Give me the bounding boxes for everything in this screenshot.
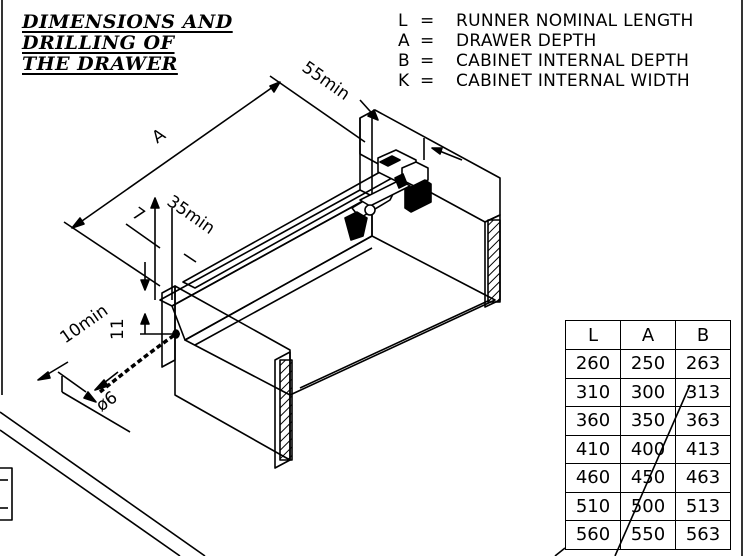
table-cell: 310 [565,377,621,407]
dim-a-line [71,81,281,229]
table-cell: 413 [675,434,731,464]
legend-row-b: B = CABINET INTERNAL DEPTH [398,51,694,71]
table-cell: 463 [675,463,731,493]
title-line-1: DIMENSIONS AND [22,11,233,33]
legend-symbol: B [398,51,410,71]
table-cell: 300 [620,377,676,407]
rear-hook-bracket [344,149,432,241]
table-cell: 363 [675,406,731,436]
cabinet-outline-line-2 [0,429,181,556]
legend-row-l: L = RUNNER NOMINAL LENGTH [398,11,694,31]
legend-symbol: K [398,71,410,91]
table-header-cell: A [620,320,676,350]
table-row: 410 400 413 [565,434,731,464]
dim-label-11: 11 [108,318,128,340]
table-header-cell: L [565,320,621,350]
table-cell: 400 [620,434,676,464]
legend-equals: = [420,31,435,51]
table-cell: 260 [565,349,621,379]
legend-equals: = [420,11,435,31]
table-cell: 550 [620,520,676,550]
table-cell: 350 [620,406,676,436]
legend-text: RUNNER NOMINAL LENGTH [456,11,694,31]
table-cell: 410 [565,434,621,464]
drawing-title: DIMENSIONS AND DRILLING OF THE DRAWER [22,12,233,75]
legend-text: CABINET INTERNAL DEPTH [456,51,690,71]
title-line-2: DRILLING OF [22,32,175,54]
table-row: 560 550 563 [565,520,731,550]
dimension-legend: L = RUNNER NOMINAL LENGTH A = DRAWER DEP… [398,11,694,91]
legend-text: DRAWER DEPTH [456,31,597,51]
legend-equals: = [420,51,435,71]
legend-text: CABINET INTERNAL WIDTH [456,71,690,91]
table-cell: 360 [565,406,621,436]
drill-hole [98,332,177,394]
table-cell: 450 [620,463,676,493]
cabinet-outline-line-1 [0,411,206,556]
table-cell: 460 [565,463,621,493]
legend-equals: = [420,71,435,91]
table-cell: 250 [620,349,676,379]
table-cell: 563 [675,520,731,550]
table-row: 310 300 313 [565,377,731,407]
table-cell: 500 [620,491,676,521]
table-header-row: L A B [565,320,731,350]
table-cell: 560 [565,520,621,550]
table-cell: 510 [565,491,621,521]
cabinet-hinge-detail [0,467,13,521]
table-cell: 313 [675,377,731,407]
table-cell: 263 [675,349,731,379]
legend-symbol: A [398,31,410,51]
legend-row-a: A = DRAWER DEPTH [398,31,694,51]
table-row: 260 250 263 [565,349,731,379]
title-line-3: THE DRAWER [22,53,178,75]
table-row: 460 450 463 [565,463,731,493]
length-spec-table: L A B 260 250 263 310 300 313 360 350 36… [565,320,731,550]
table-row: 510 500 513 [565,491,731,521]
table-row: 360 350 363 [565,406,731,436]
legend-symbol: L [398,11,408,31]
legend-row-k: K = CABINET INTERNAL WIDTH [398,71,694,91]
table-header-cell: B [675,320,731,350]
table-cell: 513 [675,491,731,521]
